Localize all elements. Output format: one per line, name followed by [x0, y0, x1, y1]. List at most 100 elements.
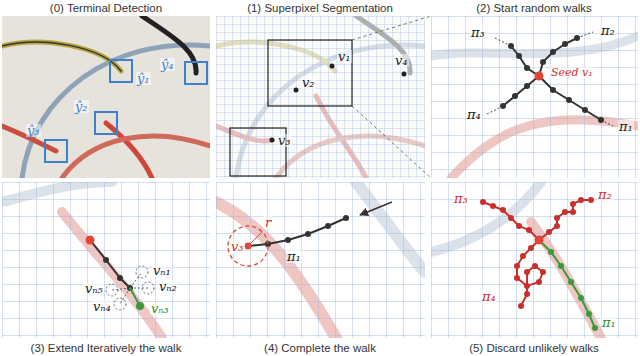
direction-arrow [360, 202, 392, 215]
illustration-part [130, 288, 148, 289]
callout-label: v₃ [277, 134, 292, 147]
zoom-leader [352, 16, 431, 40]
illustration-part [503, 76, 539, 106]
callout-label: π₁ [618, 120, 634, 133]
terminal-radius [228, 226, 268, 266]
cable [142, 16, 196, 73]
callout-label: π₄ [481, 290, 497, 303]
callout-label: π₄ [466, 108, 482, 121]
terminal-box [95, 112, 117, 134]
callout-label: π₃ [453, 192, 469, 205]
faded-cables [216, 182, 425, 338]
callout-label: π₃ [470, 26, 486, 39]
seed-point [86, 236, 95, 245]
panel-title: (2) Start random walks [476, 0, 592, 16]
callout-label: Seed v₁ [550, 67, 594, 78]
illustration-part [539, 200, 591, 240]
zoom-box [268, 40, 352, 106]
seed-point [535, 72, 544, 81]
terminal-point [245, 243, 252, 250]
callout-label: vₙ₄ [92, 300, 112, 313]
seed-dot [330, 64, 335, 69]
illustration-part [577, 32, 593, 38]
illustration-part [106, 284, 118, 296]
walks-panel [431, 16, 638, 178]
cable [62, 136, 210, 178]
random-walks [503, 38, 601, 120]
illustration-part [539, 76, 601, 120]
callout-label: ŷ₂ [74, 100, 89, 113]
panel-title: (5) Discard unlikely walks [469, 340, 599, 356]
panel-ground [216, 182, 425, 338]
illustration-part [483, 202, 539, 240]
callout-label: π₂ [597, 188, 613, 201]
callout-label: π₁ [286, 250, 302, 263]
panel: (5) Discard unlikely walks [428, 180, 640, 356]
illustration-part [517, 240, 543, 306]
complete-panel [216, 182, 425, 338]
likely-walk [539, 240, 595, 328]
superpixel-grid [431, 16, 638, 178]
chosen-node [136, 302, 144, 310]
panel: (1) Superpixel Segmentation [214, 0, 426, 180]
callout-label: ŷ₁ [136, 72, 151, 85]
superpixel-grid [2, 182, 210, 338]
walk-leaders [487, 32, 613, 126]
panel-title: (0) Terminal Detection [50, 0, 162, 16]
photo-ground [2, 16, 210, 178]
callout-label: v₃ [230, 240, 245, 253]
illustration-part [114, 298, 126, 310]
callout-label: vₙ₂ [158, 280, 178, 293]
callout-label: ŷ₃ [26, 124, 41, 137]
extend-panel [2, 182, 210, 338]
callout-label: vₙ₁ [152, 264, 172, 277]
callout-label: vₙ₅ [84, 282, 104, 295]
callout-label: v₄ [394, 54, 409, 67]
candidate-nodes [106, 266, 154, 310]
illustration-part [487, 106, 503, 114]
panel-ground [2, 182, 210, 338]
illustration-part [495, 38, 511, 46]
discarded-walks [483, 200, 591, 306]
superpixel-grid [216, 182, 425, 338]
callout-label: π₁ [601, 316, 617, 329]
superpixel-grid [216, 16, 425, 178]
callout-label: v₂ [301, 76, 316, 89]
walk [248, 218, 346, 246]
panel: (0) Terminal Detection [0, 0, 212, 180]
panel: (4) Complete the walk [214, 180, 426, 356]
illustration-part [511, 46, 539, 76]
callout-label: ŷ₄ [160, 58, 175, 71]
illustration-part [112, 288, 130, 290]
cable [2, 42, 121, 71]
discard-panel [431, 182, 638, 338]
terminal-box [45, 140, 67, 162]
panel-ground [431, 16, 638, 178]
cable-stripe [2, 42, 121, 71]
photo-panel [2, 16, 210, 178]
walk [90, 240, 130, 288]
illustration-part [601, 120, 613, 126]
cable [106, 123, 152, 178]
panel: (3) Extend Iteratively the walk [0, 180, 212, 356]
terminal-box [110, 60, 132, 82]
callout-label: π₂ [600, 24, 616, 37]
illustration-part [120, 288, 130, 304]
faded-cables [216, 16, 425, 178]
seed-point [535, 236, 544, 245]
seed-dot [294, 88, 299, 93]
panel-title: (1) Superpixel Segmentation [247, 0, 393, 16]
callout-label: v₁ [337, 50, 352, 63]
panel-title: (4) Complete the walk [264, 340, 376, 356]
callout-label: r [264, 216, 272, 229]
seed-dot [270, 138, 275, 143]
illustration-part [136, 266, 148, 278]
callout-label: vₙ₃ [150, 302, 170, 315]
terminal-box [185, 62, 207, 84]
zoom-leader [352, 106, 431, 178]
panel-title: (3) Extend Iteratively the walk [31, 340, 182, 356]
panel-ground [431, 182, 638, 338]
illustration-part [130, 272, 142, 288]
panel-ground [216, 16, 425, 178]
segmentation-panel [216, 16, 425, 178]
